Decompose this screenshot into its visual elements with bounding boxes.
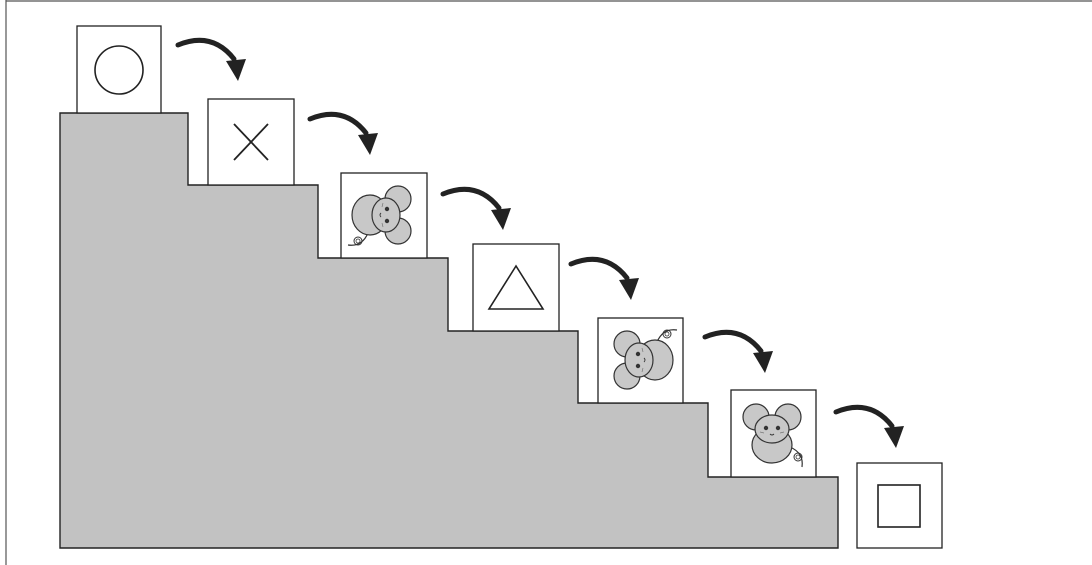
diagram-frame [5, 0, 1092, 565]
step-card-4 [472, 243, 560, 332]
curved-arrow-5 [702, 329, 773, 373]
step-card-3 [340, 172, 428, 259]
curved-arrow-1 [175, 37, 246, 81]
cross-icon [233, 123, 269, 161]
triangle-icon [487, 264, 545, 310]
step-card-1 [76, 25, 162, 114]
curved-arrow-6 [833, 404, 904, 448]
step-card-6 [730, 389, 817, 478]
curved-arrow-4 [568, 256, 639, 300]
circle-icon [94, 45, 144, 95]
step-card-7 [856, 462, 943, 549]
curved-arrow-2 [307, 111, 378, 155]
square-icon [877, 484, 921, 528]
curved-arrow-3 [440, 186, 511, 230]
step-card-2 [207, 98, 295, 186]
step-card-5 [597, 317, 684, 404]
